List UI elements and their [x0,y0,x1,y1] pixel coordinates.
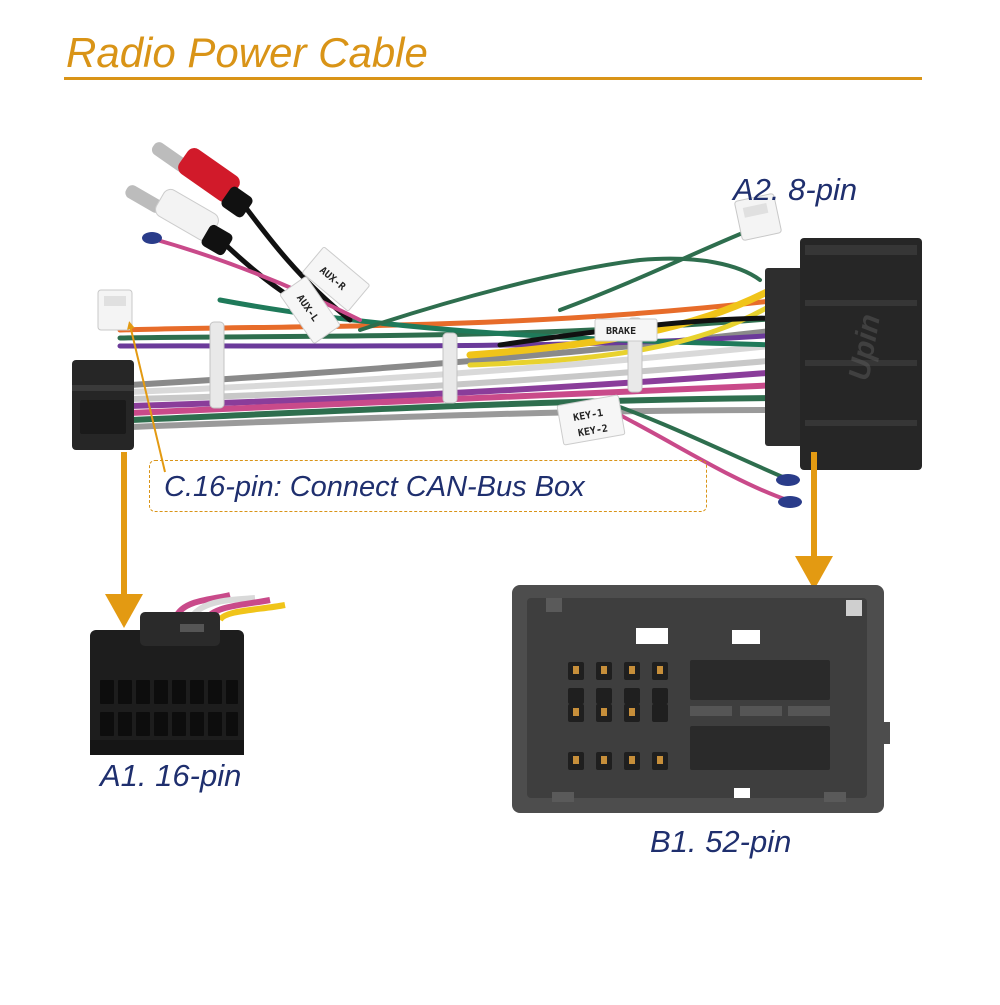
wire-tag-key-2-text: KEY-2 [577,423,609,439]
wire-end-cap [778,496,802,508]
label-a2-8pin: A2. 8-pin [733,172,858,207]
connector-b1-52pin [512,585,890,813]
connector-a1-16pin [90,592,286,755]
wire-tag-brake-text: BRAKE [606,326,636,337]
wire-tag-aux-r: AUX-R [302,247,370,311]
cable-tie [209,321,225,409]
connector-a2-8pin [734,193,782,241]
rca-plug-white [125,185,233,256]
wire-end-cap [142,232,162,244]
wire-tag-key: KEY-1 KEY-2 [556,394,626,446]
wire-tag-aux-l: AUX-L [279,276,341,344]
small-connector-white-left [97,289,133,331]
page-title: Radio Power Cable [66,29,428,76]
wire-tag-brake: BRAKE [594,318,658,342]
callout-text-c: C.16-pin: Connect CAN-Bus Box [164,471,585,503]
arrow-to-b1 [795,452,833,590]
title-underline [64,77,922,80]
harness-connector-16pin [72,360,134,450]
rca-plug-red [151,142,253,218]
wire-end-cap [776,474,800,486]
callout-arrow [127,321,166,473]
callout-box [149,460,707,512]
wire-tag-key-1-text: KEY-1 [573,408,605,424]
label-b1-52pin: B1. 52-pin [650,824,792,859]
harness-connector-52pin: Upin [765,238,922,470]
label-a1-16pin: A1. 16-pin [100,758,242,793]
cable-tie [442,332,458,404]
arrow-to-a1 [105,452,143,628]
